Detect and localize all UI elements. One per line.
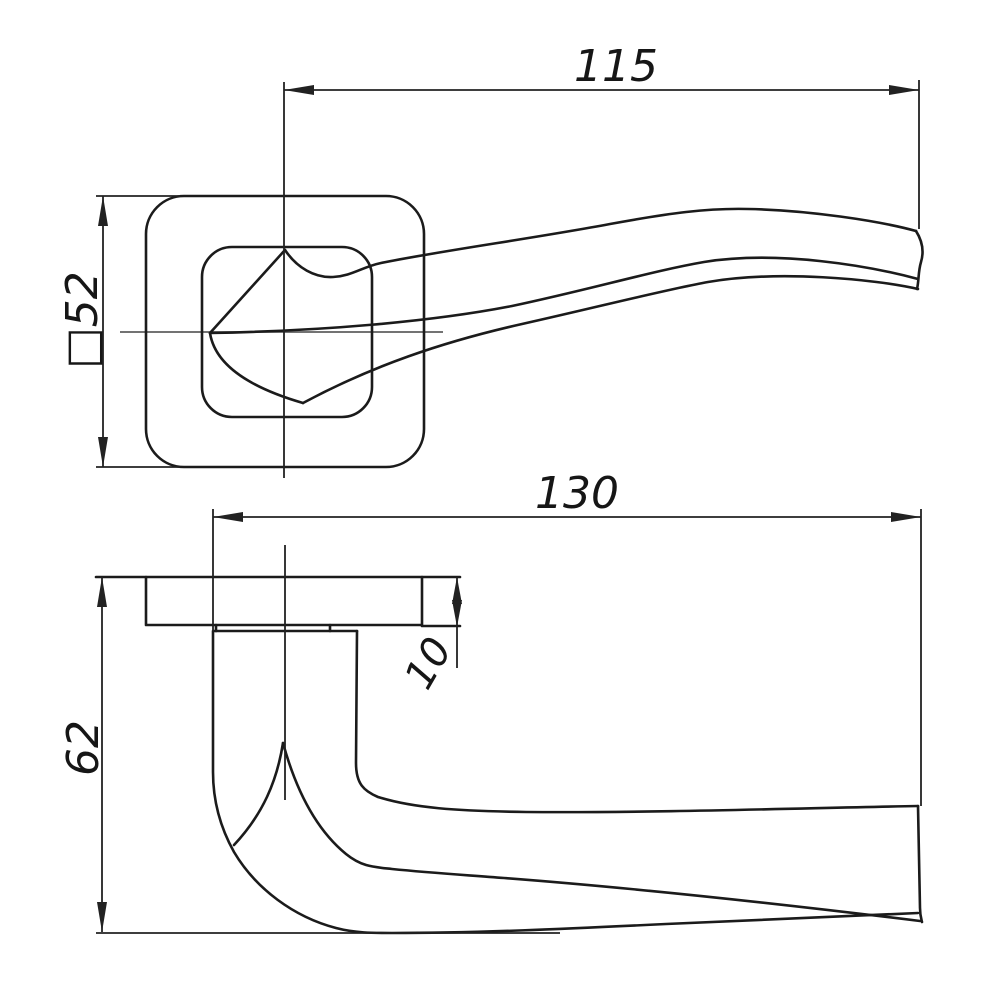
arrow-130-right — [891, 512, 921, 522]
arrow-62-top — [97, 577, 107, 607]
dim-label-rosette-52: □52 — [57, 271, 108, 369]
arrow-10-top — [452, 577, 462, 604]
lever-top-edge — [283, 207, 918, 279]
neck-right-and-grip-top-edge — [354, 629, 920, 814]
lever-crease-line — [208, 256, 920, 335]
arrow-115-left — [284, 85, 314, 95]
arrow-62-bottom — [97, 902, 107, 932]
rosette-inner-square — [200, 245, 374, 419]
lever-end-cap — [914, 229, 924, 291]
top-view — [144, 194, 924, 469]
lever-bottom-edge — [301, 274, 920, 405]
dim-label-62: 62 — [58, 720, 109, 776]
neck-crease-branch — [232, 741, 285, 847]
dimension-labels: 115 □52 130 62 10 — [57, 41, 658, 776]
plate-body — [144, 575, 424, 627]
arrow-130-left — [213, 512, 243, 522]
dim-label-115: 115 — [574, 41, 658, 92]
dimension-lines — [96, 80, 922, 934]
lever-hub-upper-edge — [208, 248, 287, 335]
arrow-52-bottom — [98, 437, 108, 467]
grip-crease-line — [281, 741, 922, 923]
arrow-52-top — [98, 196, 108, 226]
dim-label-130: 130 — [535, 468, 619, 519]
rosette-outer-square — [144, 194, 426, 469]
dimension-arrowheads — [97, 85, 921, 932]
arrow-10-bottom — [452, 600, 462, 627]
grip-end-face — [916, 804, 924, 924]
lever-hub-lower-edge — [208, 331, 305, 405]
arrow-115-right — [889, 85, 919, 95]
